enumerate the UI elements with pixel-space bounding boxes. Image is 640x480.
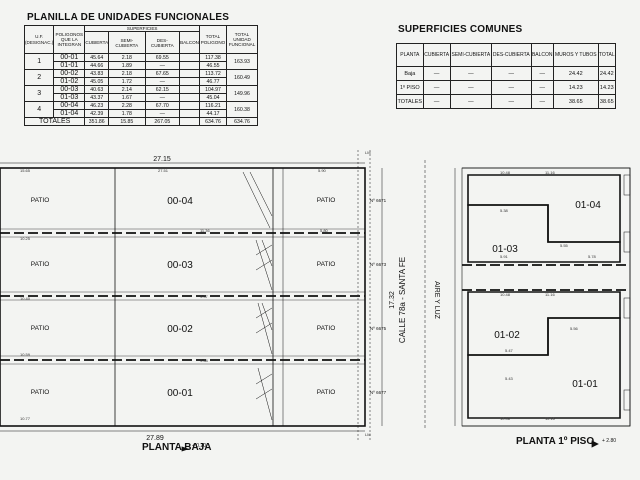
patio-label: PATIO	[31, 197, 50, 204]
dim-annotation: 10.48	[500, 170, 511, 175]
dim-annotation: 5.78	[588, 254, 597, 259]
dim-annotation: 10.48	[500, 292, 511, 297]
dim-annotation: 9.37	[200, 294, 209, 299]
units-table: U.F. (DESIGNAC.) POLIGONOS QUE LA INTEGR…	[23, 24, 258, 127]
dim-annotation: 15.65	[20, 168, 31, 173]
door-number: Nº 6675	[370, 326, 387, 331]
planta-baja-outline	[0, 167, 366, 427]
dim-annotation: 5.38	[500, 208, 509, 213]
unit-label-00-04: 00-04	[167, 196, 193, 207]
unit-label-00-02: 00-02	[167, 324, 193, 335]
dim-annotation: 11.16	[545, 416, 555, 421]
dim-annotation: 11.16	[545, 170, 555, 175]
units-header-poly: POLIGONOS QUE LA INTEGRAN	[53, 24, 86, 55]
patio-label: PATIO	[31, 261, 50, 268]
dim-annotation: 10.40	[20, 296, 31, 301]
patio-label: PATIO	[31, 325, 50, 332]
common-cell-tot: 38.65	[597, 94, 617, 109]
door-number: Nº 6677	[370, 390, 387, 395]
unit-label-01-04: 01-04	[575, 200, 601, 211]
common-cell-cub: —	[422, 94, 451, 109]
planta-baja-label: PLANTA BAJA	[142, 442, 212, 453]
poly-01-01	[467, 317, 621, 419]
dim-annotation: 10.59	[20, 352, 31, 357]
patio-label: PATIO	[317, 325, 336, 332]
cell-total-uf: 160.38	[226, 101, 258, 119]
units-table-title: PLANILLA DE UNIDADES FUNCIONALES	[27, 12, 230, 23]
planta-piso-label: PLANTA 1º PISO	[516, 436, 595, 447]
common-cell-semi: —	[449, 94, 493, 109]
poly-01-03	[467, 204, 621, 263]
common-cell-planta: TOTALES	[396, 94, 424, 109]
units-header-total-uf: TOTAL UNIDAD FUNCIONAL	[226, 24, 258, 55]
aire-luz-label: AIRE Y LUZ	[433, 281, 440, 320]
dim-annotation: 9.68	[200, 358, 209, 363]
dim-annotation: 10.77	[20, 416, 31, 421]
dim-annotation: LM	[365, 432, 371, 437]
patio-label: PATIO	[317, 389, 336, 396]
dim-annotation: 5.90	[318, 168, 327, 173]
patio-label: PATIO	[317, 261, 336, 268]
units-header-total-poly: TOTAL POLIGONO	[199, 24, 227, 55]
street-name: CALLE 78a - SANTA FE	[398, 257, 407, 343]
planta-piso-level: + 2.80	[602, 438, 617, 444]
common-header-2: SEMI-CUBIERTA	[449, 43, 493, 67]
units-header-uf: U.F. (DESIGNAC.)	[23, 24, 55, 55]
total-uf: 634.76	[226, 117, 258, 127]
dim-annotation: 27.51	[158, 168, 169, 173]
dim-annotation: 11.16	[545, 292, 555, 297]
common-header-5: MUROS Y TUBOS	[553, 43, 599, 67]
totals-label: TOTALES	[23, 117, 86, 127]
dim-side: 17.32	[389, 291, 396, 309]
common-table-title: SUPERFICIES COMUNES	[398, 24, 523, 35]
patio-label: PATIO	[317, 197, 336, 204]
patio-label: PATIO	[31, 389, 50, 396]
unit-label-00-01: 00-01	[167, 388, 193, 399]
dim-annotation: 11.36	[200, 228, 210, 233]
dim-bottom: 27.89	[146, 435, 164, 442]
dim-annotation: 5.91	[500, 254, 509, 259]
common-header-0: PLANTA	[396, 43, 424, 67]
unit-label-01-03: 01-03	[492, 244, 518, 255]
planta-baja-level: + 0.20	[192, 443, 207, 449]
total-semicubierta: 15.85	[108, 117, 146, 127]
dim-annotation: 5.47	[505, 348, 514, 353]
unit-label-01-02: 01-02	[494, 330, 520, 341]
dim-annotation: 5.56	[570, 326, 579, 331]
dim-annotation: 5.80	[320, 228, 329, 233]
unit-label-01-01: 01-01	[572, 379, 598, 390]
dim-annotation: 5.55	[560, 243, 569, 248]
dim-annotation: 5.43	[505, 376, 514, 381]
door-number: Nº 6671	[370, 198, 387, 203]
common-cell-bal: —	[530, 94, 554, 109]
door-number: Nº 6673	[370, 262, 387, 267]
poly-01-02	[467, 291, 621, 356]
unit-label-00-03: 00-03	[167, 260, 193, 271]
dim-top: 27.15	[153, 156, 171, 163]
dim-annotation: 10.25	[20, 236, 31, 241]
common-cell-des: —	[491, 94, 532, 109]
dim-annotation: LM	[365, 150, 371, 155]
dim-annotation: 10.48	[500, 416, 511, 421]
